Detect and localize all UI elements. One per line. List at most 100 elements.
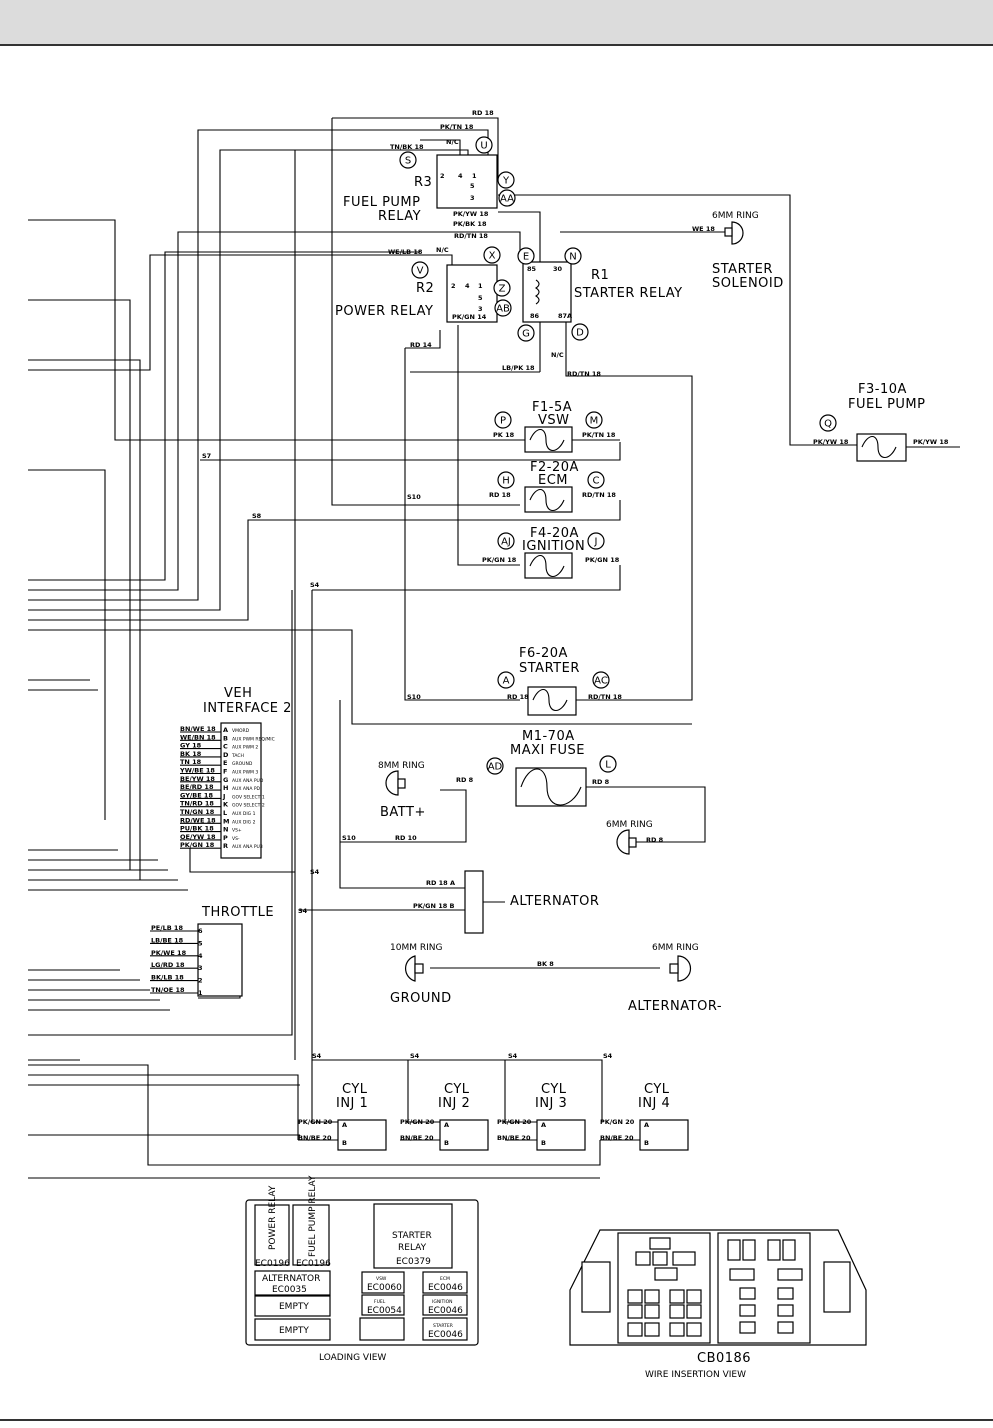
lv-vsw-code: EC0060 [367,1283,402,1293]
veh-pin-label: M [223,817,229,825]
fuse-f2-name: ECM [538,473,568,488]
circle-marker [486,757,504,775]
circle-marker [494,411,512,429]
veh-pin-desc: GOV SELECT 2 [232,803,265,809]
connector-cavity [686,1289,702,1304]
circle-marker [517,324,535,342]
circle-marker-label: G [522,329,530,340]
veh-pin-label: F [223,768,227,776]
veh-wire-label: OE/YW 18 [180,833,216,841]
relay-r3-name-2: RELAY [378,209,421,224]
veh-wire-label: GY 18 [180,742,202,750]
injector-wire-b: BN/BE 20 [497,1134,531,1142]
veh-wire-label: BE/YW 18 [180,775,215,783]
fuse-f3-title: F3-10A [858,382,907,397]
circle-marker [585,411,603,429]
connector-cavity [652,1251,668,1266]
wire-label: RD/TN 18 [588,693,622,701]
relay-r3-id: R3 [414,175,432,190]
splice-s4: S4 [410,1052,420,1060]
splice-s4: S4 [310,868,320,876]
wire-label: PK/GN 18 B [413,902,455,910]
wire-label: PK/BK 18 [453,220,487,228]
splice-s7: S7 [202,452,211,460]
ground-name: GROUND [390,991,452,1006]
veh-wire-label: YW/BE 18 [179,767,215,775]
connector-cavity [627,1289,643,1304]
wire-label: N/C [436,246,449,254]
circle-marker-label: Z [499,284,506,295]
svg-text:87A: 87A [558,312,572,320]
splice-s8: S8 [252,512,262,520]
fuse-f1-title: F1-5A [532,400,572,415]
circle-marker-label: P [500,416,506,427]
circle-marker [493,279,511,297]
fuse-f2-title: F2-20A [530,460,579,475]
throttle-title: THROTTLE [201,905,274,920]
connector-cavity [767,1239,781,1261]
wire-label: N/C [446,138,459,146]
injector-label-2: INJ 3 [535,1096,567,1111]
splice-s10: S10 [407,493,421,501]
fuse-m1-title: M1-70A [522,729,575,744]
circle-marker-label: Q [824,419,832,430]
throttle-wire-label: BK/LB 18 [151,974,184,982]
circle-marker [494,299,512,317]
fuse-f2: F2-20A ECM [524,460,579,513]
circle-marker-label: C [593,476,600,487]
circle-marker [592,671,610,689]
svg-text:30: 30 [553,265,563,273]
starter-solenoid-ring: 6MM RING [712,211,759,221]
alternator-name: ALTERNATOR [510,894,599,909]
splice-s4: S4 [312,1052,322,1060]
veh-pin-label: C [223,743,228,751]
connector-cavity [742,1239,756,1261]
injector-wire-b: BN/BE 20 [298,1134,332,1142]
veh-pin-desc: AUX DIG 1 [232,811,256,817]
svg-text:B: B [444,1139,449,1147]
svg-text:86: 86 [530,312,540,320]
veh-pin-desc: AUX ANA PUD [232,778,264,784]
throttle-wire-label: LG/RD 18 [151,961,185,969]
circle-marker-label: L [605,760,611,771]
starter-solenoid-name-1: STARTER [712,262,773,277]
circle-marker-label: N [569,252,576,263]
throttle-pin-label: 1 [198,989,203,997]
circle-marker-label: AC [594,676,608,687]
svg-text:2: 2 [440,172,445,180]
veh-pin-label: B [223,734,228,742]
wire-label: TN/BK 18 [390,143,424,151]
lv-starter: STARTER [433,1323,453,1329]
loading-view: POWER RELAY FUEL PUMP RELAY EC0196 EC019… [245,1175,479,1363]
svg-text:85: 85 [527,265,537,273]
ground-ring: 10MM RING [390,943,442,953]
veh-wire-label: BK 18 [180,750,202,758]
lv-ignition: IGNITION [432,1299,453,1305]
circle-marker-label: AJ [501,537,511,548]
svg-text:A: A [444,1121,449,1129]
injector-label-1: CYL [541,1082,567,1097]
lv-fuel-code: EC0054 [367,1306,402,1316]
connector-cavity [729,1268,755,1281]
injector-box [536,1119,586,1151]
circle-marker [564,247,582,265]
circle-marker [399,151,417,169]
splice-s4: S4 [310,581,320,589]
svg-text:A: A [541,1121,546,1129]
wire-label: PK/YW 18 [453,210,489,218]
lv-empty-2: EMPTY [279,1326,309,1336]
throttle-pin-label: 6 [198,927,203,935]
circle-marker [497,171,515,189]
veh-pin-desc: AUX PWM REQ/MIC [232,736,275,742]
veh-pin-label: R [223,842,228,850]
throttle-wire-label: LB/BE 18 [151,936,184,944]
svg-text:A: A [644,1121,649,1129]
veh-pin-label: P [223,834,228,842]
wire-label: PK/GN 14 [452,313,487,321]
injector-wire-a: PK/GN 20 [400,1118,435,1126]
connector-cavity [627,1322,643,1337]
